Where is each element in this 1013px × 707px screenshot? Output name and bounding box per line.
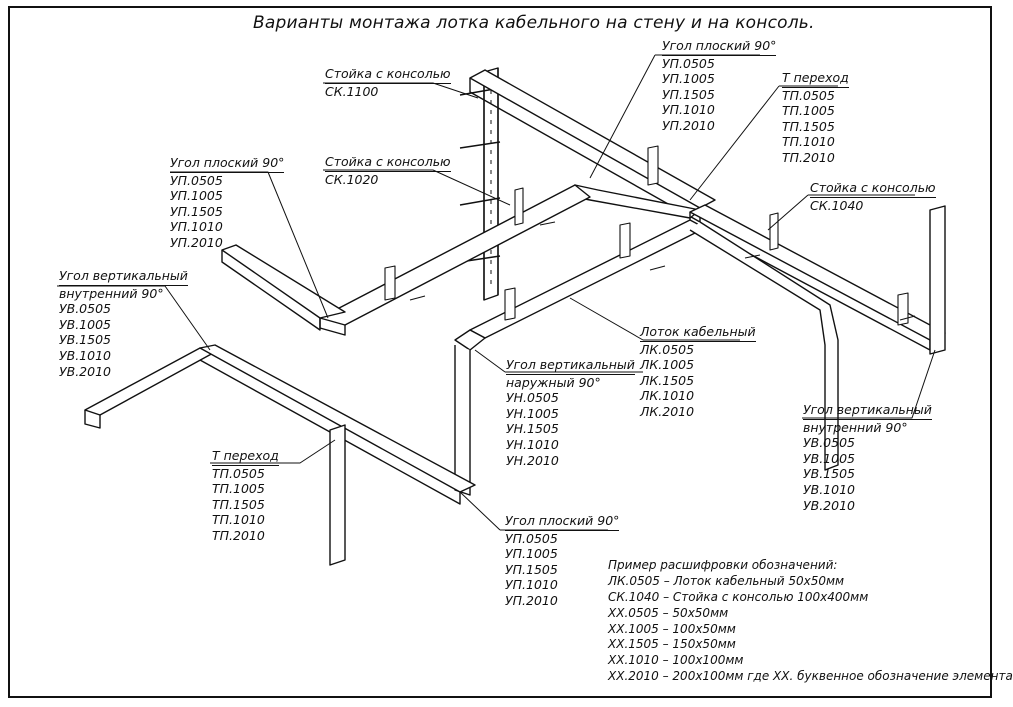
callout-code: СК.1100 bbox=[325, 83, 379, 99]
callout-caption: Т переход bbox=[782, 70, 849, 88]
legend-line: ХХ.1005 – 100х50мм bbox=[608, 621, 736, 636]
callout-code: ТП.1505 bbox=[782, 118, 835, 134]
callout-code: УП.1010 bbox=[170, 219, 223, 235]
legend-line: ХХ.1010 – 100х100мм bbox=[608, 653, 744, 668]
callout-code: УВ.0505 bbox=[803, 435, 855, 451]
callout-code: УВ.1005 bbox=[803, 450, 855, 466]
callout-code: ЛК.2010 bbox=[640, 403, 695, 419]
callout-caption: Стойка с консолью bbox=[325, 66, 451, 84]
legend-line: ХХ.2010 – 200х100мм где ХХ. буквенное об… bbox=[608, 669, 1013, 684]
callout-code: УП.1005 bbox=[170, 188, 223, 204]
callout-code: СК.1020 bbox=[325, 171, 379, 187]
callout-code: ТП.1010 bbox=[212, 512, 265, 528]
callout-stand-sk1020: Стойка с консолью СК.1020 bbox=[325, 154, 451, 187]
callout-caption: Угол плоский 90° bbox=[505, 513, 620, 531]
callout-code: наружный 90° bbox=[506, 374, 601, 390]
designation-legend: Пример расшифровки обозначений: ЛК.0505 … bbox=[608, 558, 1013, 685]
legend-line: ХХ.1505 – 150х50мм bbox=[608, 637, 736, 652]
callout-caption: Угол вертикальный bbox=[506, 357, 635, 375]
callout-caption: Угол плоский 90° bbox=[662, 38, 777, 56]
callout-code: УП.0505 bbox=[662, 55, 715, 71]
callout-flat-corner-bottom: Угол плоский 90° УП.0505 УП.1005 УП.1505… bbox=[505, 513, 620, 609]
callout-code: ТП.0505 bbox=[212, 465, 265, 481]
wall-post bbox=[459, 67, 501, 301]
callout-code: ТП.1505 bbox=[212, 496, 265, 512]
callout-caption: Стойка с консолью bbox=[325, 154, 451, 172]
sheet-frame bbox=[8, 6, 992, 698]
callout-code: ТП.2010 bbox=[212, 527, 265, 543]
legend-line: ХХ.0505 – 50х50мм bbox=[608, 605, 729, 620]
callout-code: УП.0505 bbox=[170, 172, 223, 188]
callout-code: УП.2010 bbox=[505, 592, 558, 608]
callout-caption: Угол плоский 90° bbox=[170, 155, 285, 173]
console-brackets bbox=[384, 145, 916, 326]
callout-code: УП.1505 bbox=[662, 86, 715, 102]
callout-code: УН.1005 bbox=[506, 405, 559, 421]
legend-line: СК.1040 – Стойка с консолью 100х400мм bbox=[608, 589, 869, 604]
callout-code: УН.0505 bbox=[506, 390, 559, 406]
callout-caption: Стойка с консолью bbox=[810, 180, 936, 198]
callout-code: ТП.1005 bbox=[212, 481, 265, 497]
callout-code: ТП.2010 bbox=[782, 149, 835, 165]
callout-caption: Т переход bbox=[212, 448, 279, 466]
callout-code: УВ.2010 bbox=[59, 363, 111, 379]
callout-code: УВ.0505 bbox=[59, 301, 111, 317]
callout-code: ТП.1010 bbox=[782, 134, 835, 150]
callout-code: УП.1005 bbox=[662, 71, 715, 87]
callout-code: ЛК.1010 bbox=[640, 388, 695, 404]
callout-code: УВ.1505 bbox=[59, 332, 111, 348]
callout-code: ЛК.1005 bbox=[640, 357, 695, 373]
callout-t-transition-bottom: Т переход ТП.0505 ТП.1005 ТП.1505 ТП.101… bbox=[212, 448, 279, 544]
callout-code: УН.2010 bbox=[506, 452, 559, 468]
callout-code: ЛК.1505 bbox=[640, 372, 695, 388]
callout-code: УП.2010 bbox=[662, 117, 715, 133]
callout-code: УВ.1005 bbox=[59, 316, 111, 332]
callout-code: УП.1010 bbox=[662, 102, 715, 118]
callout-code: внутренний 90° bbox=[59, 285, 164, 301]
lower-tray bbox=[84, 344, 476, 566]
callout-code: УН.1010 bbox=[506, 436, 559, 452]
callout-code: УП.1505 bbox=[505, 561, 558, 577]
callout-caption: Угол вертикальный bbox=[59, 268, 188, 286]
callout-caption: Угол вертикальный bbox=[803, 402, 932, 420]
callout-flat-corner-left: Угол плоский 90° УП.0505 УП.1005 УП.1505… bbox=[170, 155, 285, 251]
callout-code: ТП.0505 bbox=[782, 87, 835, 103]
callout-code: УВ.1010 bbox=[803, 481, 855, 497]
callout-code: УВ.1505 bbox=[803, 466, 855, 482]
right-tray bbox=[689, 204, 946, 355]
callout-code: УП.0505 bbox=[505, 530, 558, 546]
legend-heading: Пример расшифровки обозначений: bbox=[608, 558, 838, 572]
callout-vertical-outer: Угол вертикальный наружный 90° УН.0505 У… bbox=[506, 357, 635, 468]
callout-code: внутренний 90° bbox=[803, 419, 908, 435]
callout-code: ТП.1005 bbox=[782, 103, 835, 119]
callout-code: СК.1040 bbox=[810, 197, 864, 213]
callout-code: УВ.1010 bbox=[59, 347, 111, 363]
callout-code: УП.1010 bbox=[505, 577, 558, 593]
legend-line: ЛК.0505 – Лоток кабельный 50х50мм bbox=[608, 573, 845, 588]
callout-cable-tray: Лоток кабельный ЛК.0505 ЛК.1005 ЛК.1505 … bbox=[640, 324, 756, 420]
callout-code: УН.1505 bbox=[506, 421, 559, 437]
leader-lines bbox=[57, 54, 936, 531]
left-tray bbox=[221, 244, 346, 331]
callout-code: УП.2010 bbox=[170, 234, 223, 250]
callout-code: УП.1505 bbox=[170, 203, 223, 219]
callout-code: УВ.2010 bbox=[803, 497, 855, 513]
callout-vertical-inner-right: Угол вертикальный внутренний 90° УВ.0505… bbox=[803, 402, 932, 513]
callout-t-transition-top: Т переход ТП.0505 ТП.1005 ТП.1505 ТП.101… bbox=[782, 70, 849, 166]
callout-vertical-inner-left: Угол вертикальный внутренний 90° УВ.0505… bbox=[59, 268, 188, 379]
drawing-title: Варианты монтажа лотка кабельного на сте… bbox=[253, 13, 815, 33]
callout-flat-corner-top: Угол плоский 90° УП.0505 УП.1005 УП.1505… bbox=[662, 38, 777, 134]
callout-stand-sk1100: Стойка с консолью СК.1100 bbox=[325, 66, 451, 99]
callout-code: ЛК.0505 bbox=[640, 341, 695, 357]
callout-code: УП.1005 bbox=[505, 546, 558, 562]
callout-stand-sk1040: Стойка с консолью СК.1040 bbox=[810, 180, 936, 213]
long-tray bbox=[454, 219, 839, 496]
callout-caption: Лоток кабельный bbox=[640, 324, 756, 342]
